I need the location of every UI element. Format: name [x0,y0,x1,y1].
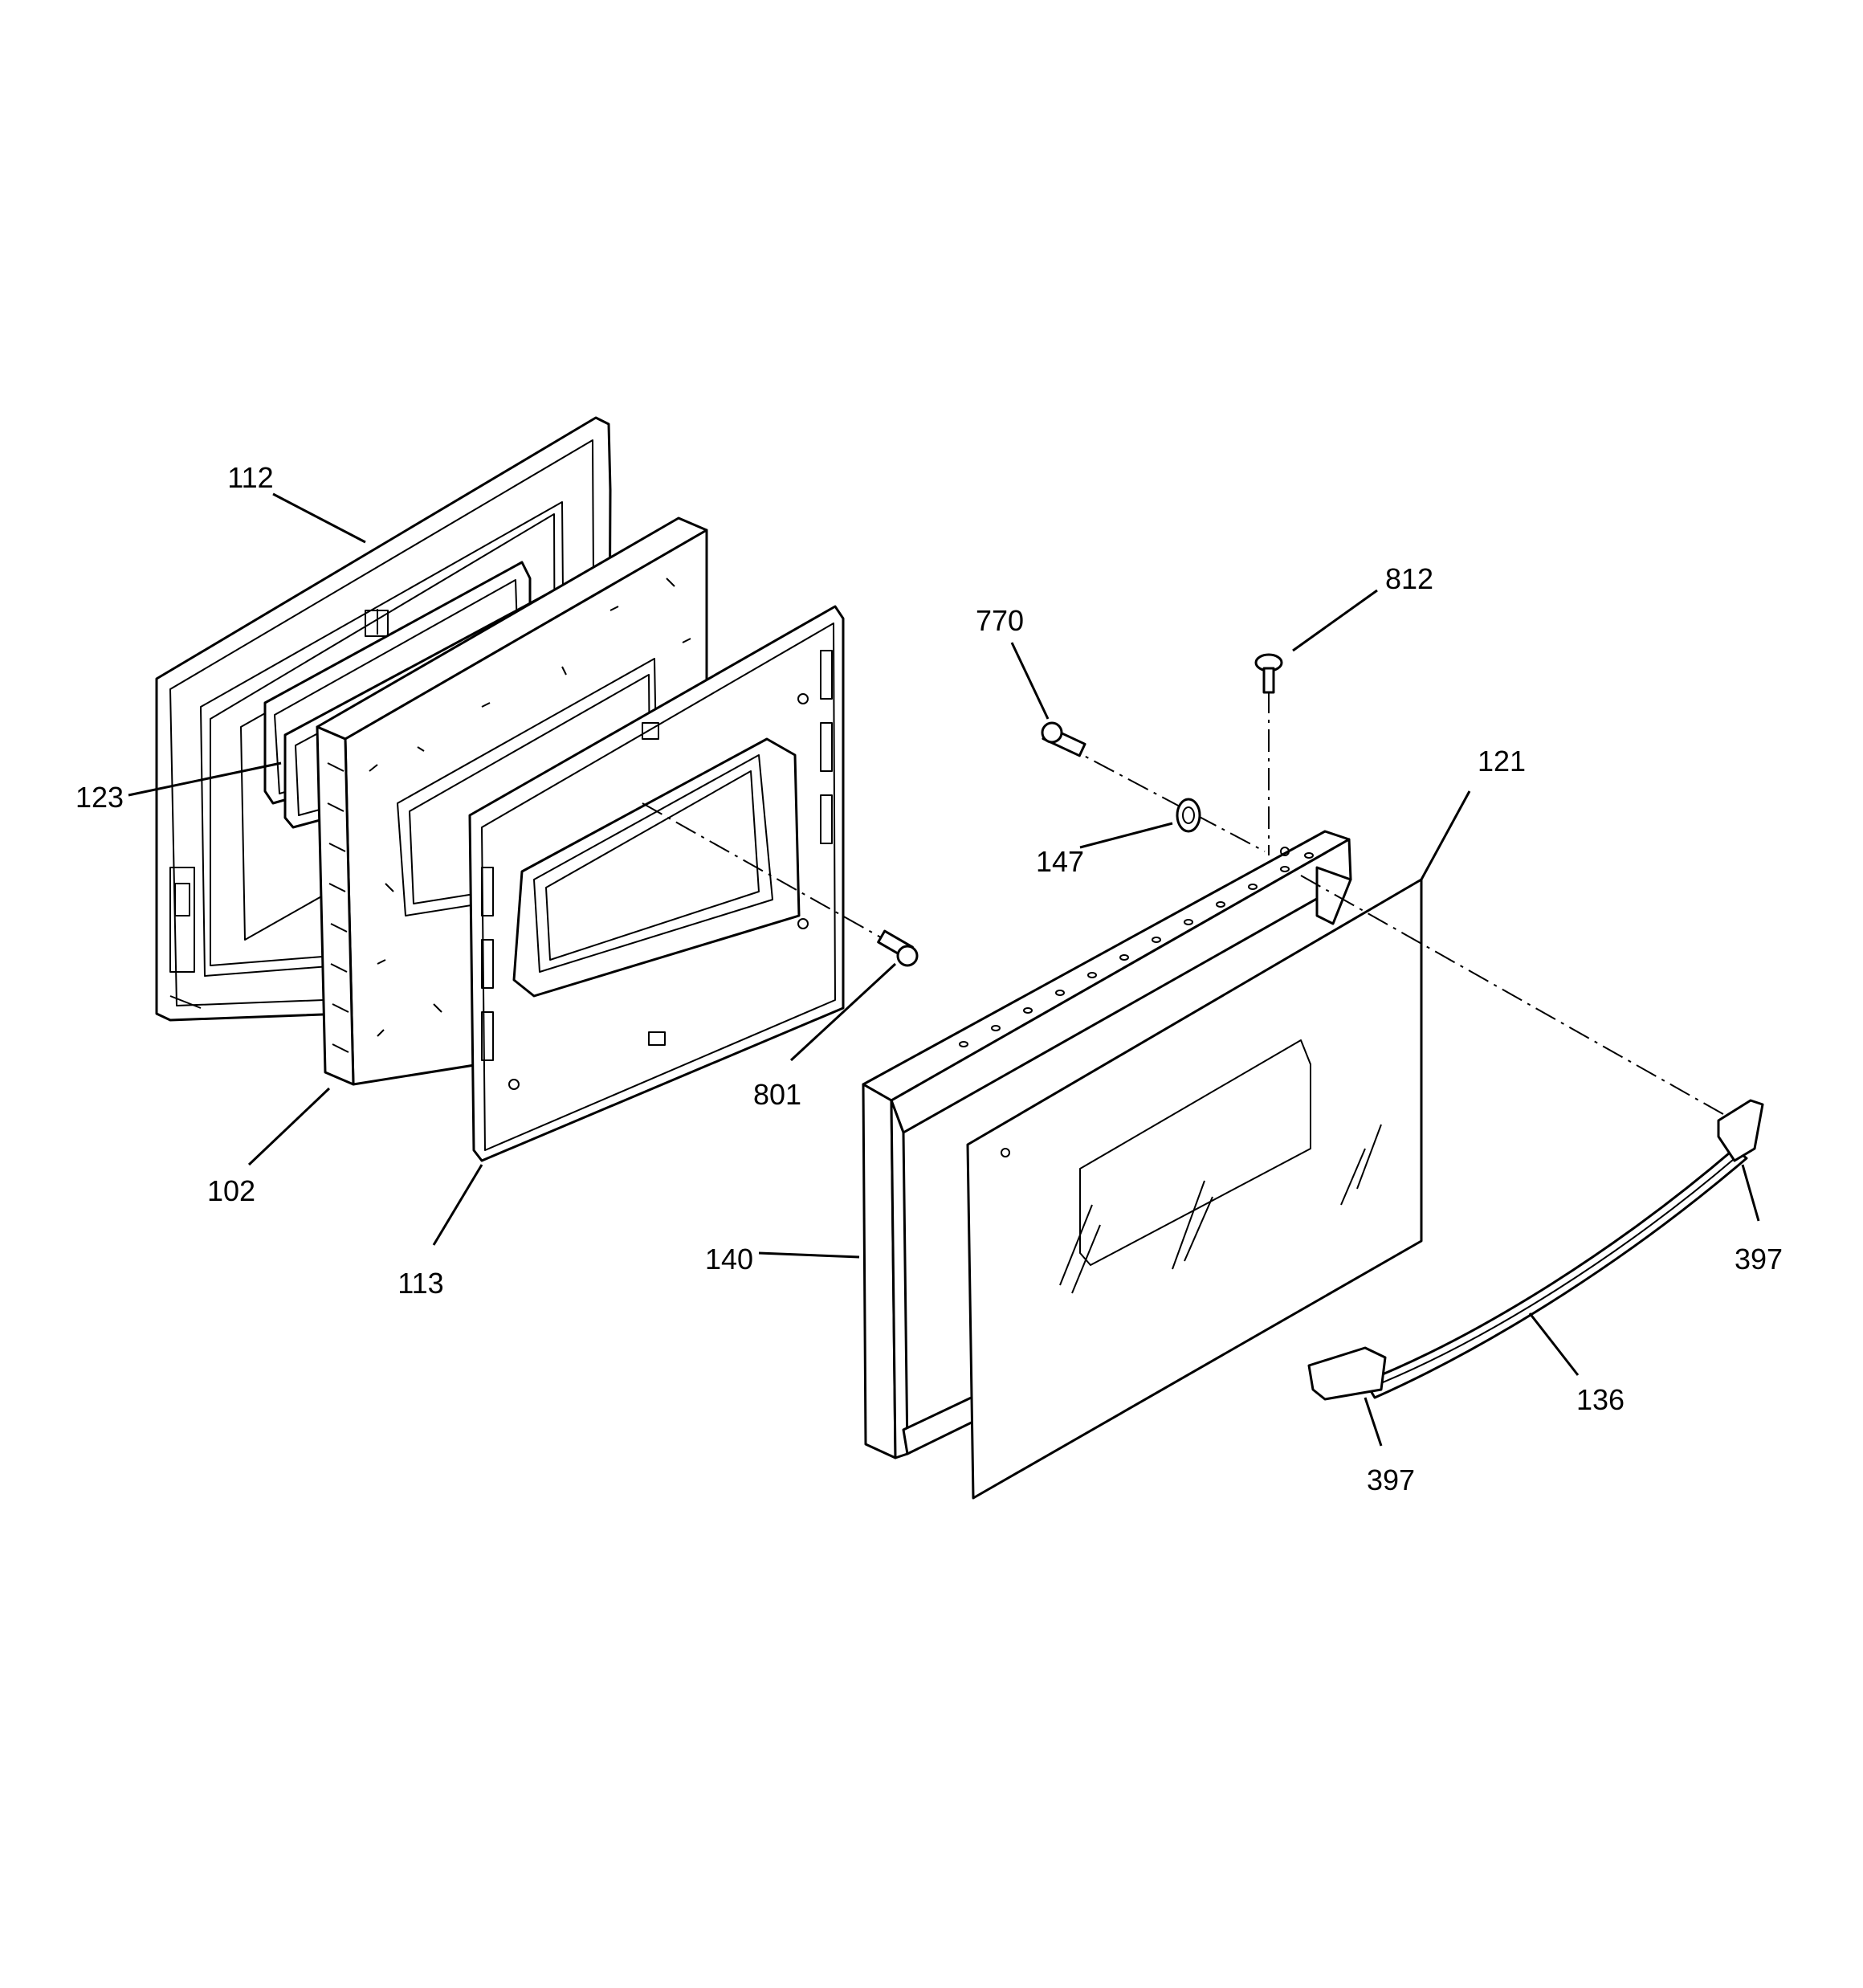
washer-147 [1176,798,1201,833]
part-113-inner-panel [468,605,845,1162]
callout-397-left: 397 [1367,1463,1415,1496]
callout-397-right: 397 [1735,1243,1783,1276]
screw-801 [877,929,919,967]
callout-801: 801 [753,1078,801,1111]
callout-112: 112 [227,461,273,494]
callout-136: 136 [1576,1383,1625,1416]
part-140-outer-frame [862,830,1352,1459]
callout-121: 121 [1478,745,1526,778]
screw-812 [1254,653,1283,694]
callout-140: 140 [705,1243,753,1276]
assembly-axis-801 [642,802,900,949]
screw-770 [1041,721,1086,757]
part-397-end-cap-right [1717,1099,1764,1162]
vent-holes [959,852,1314,1047]
part-136-handle [1364,1147,1748,1399]
callout-102: 102 [207,1174,255,1207]
part-397-end-cap-left [1307,1346,1387,1401]
part-121-outer-glass [966,878,1423,1500]
assembly-axis-770 [1059,742,1266,852]
leader-lines [128,492,1760,1447]
callout-812: 812 [1385,562,1433,595]
callout-113: 113 [397,1267,443,1300]
callout-123: 123 [75,781,124,814]
callout-labels: 112 123 102 113 770 812 121 147 801 140 … [75,461,1783,1496]
callout-147: 147 [1036,845,1084,878]
assembly-axis-handle [1300,875,1735,1121]
callout-770: 770 [976,604,1024,637]
